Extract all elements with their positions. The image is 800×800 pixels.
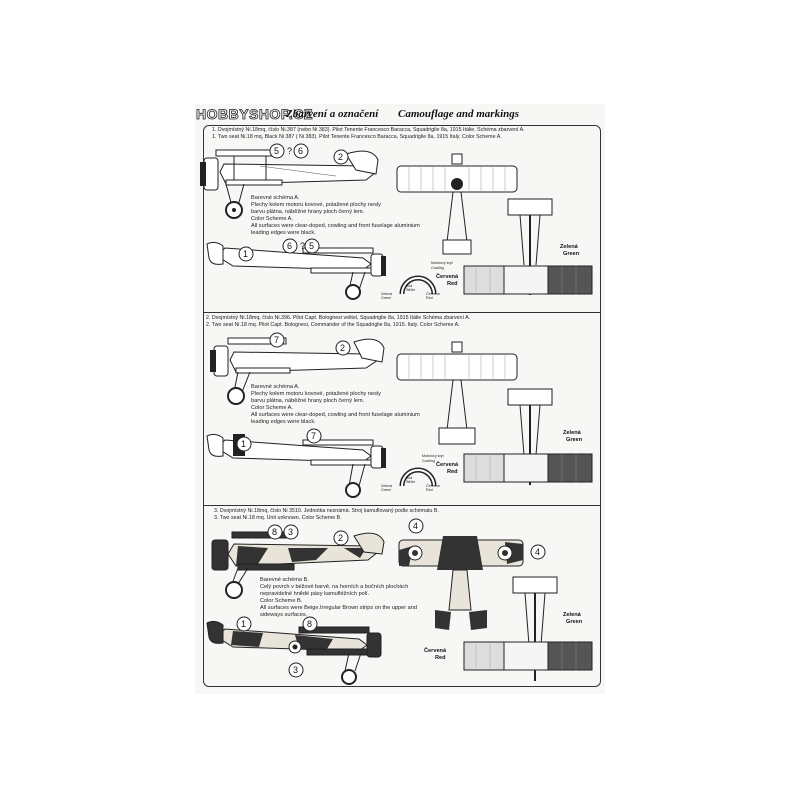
cowl-color-white-cz: Bílá — [406, 284, 413, 288]
section2-line-cz: 2. Dvojmístný Ni.18mq, číslo Ni.396. Pil… — [206, 315, 471, 321]
callout-number: 6 — [298, 146, 303, 156]
callout-number: ? — [300, 241, 305, 251]
scheme-note-cz-2: barvu plátna, náběžné hrany ploch černý … — [251, 398, 365, 404]
wing-red-label-en: Red — [447, 281, 458, 287]
callout-number: 5 — [274, 146, 279, 156]
callout-number: 8 — [272, 527, 277, 537]
cowl-color-white-cz: Bílá — [406, 476, 413, 480]
section3-top-wing-view — [398, 536, 524, 630]
cowl-color-green-en: Green — [381, 296, 391, 300]
cowling-label-cz: Motorový kryt — [431, 261, 453, 265]
section3-side-view-upper — [211, 531, 385, 599]
callout-number: 4 — [413, 521, 418, 531]
section1-line-en: 1. Two seat Ni.18 mq, Black Ni 387 ( Ni … — [212, 134, 502, 140]
cowl-color-red-en: Red — [426, 488, 433, 492]
callout-number: 3 — [288, 527, 293, 537]
section1-front-view — [507, 198, 553, 295]
callout-number: 5 — [309, 241, 314, 251]
wing-green-label-en: Green — [563, 251, 580, 257]
wing-green-label-en: Green — [566, 619, 583, 625]
scheme-note-en-2: sideways surfaces. — [260, 612, 308, 618]
scheme-label-en: Color Scheme A. — [251, 216, 293, 222]
scheme-note-cz-1: Celý povrch v béžové barvě, na horních a… — [260, 584, 409, 590]
section1-top-wing-view — [396, 153, 518, 255]
cowl-color-white-en: White — [406, 480, 416, 484]
callout-number: 8 — [307, 619, 312, 629]
section3-callouts-upper: 8 3 2 — [267, 524, 349, 546]
section2-side-view-upper — [210, 337, 385, 405]
callout-number: 2 — [340, 343, 345, 353]
cowling-label-en: Cowling — [422, 459, 435, 463]
callout-number: 2 — [338, 152, 343, 162]
wing-red-label-cz: Červená — [424, 648, 447, 654]
title-czech: Zbarvení a označení — [286, 108, 379, 120]
scheme-note-cz-2: barvu plátna, náběžné hrany ploch černý … — [251, 209, 365, 215]
scheme-note-cz-1: Plechy kolem motoru kovové, potažené plo… — [251, 391, 381, 397]
cowl-color-green-en: Green — [381, 488, 391, 492]
scheme-note-cz-2: nepravidelné hnědé pásy kamufléžních pol… — [260, 591, 370, 597]
wing-red-label-cz: Červená — [436, 274, 459, 280]
callout-number: 6 — [287, 241, 292, 251]
section3-line-en: 3. Two seat Ni.18 mq. Unit unknown. Colo… — [214, 515, 342, 521]
section1-lower-wing-tricolor — [463, 265, 593, 295]
section-divider — [203, 312, 601, 313]
cowl-color-red-en: Red — [426, 296, 433, 300]
section1-line-cz: 1. Dvojmístný Ni.18mq, číslo Ni.387 (neb… — [212, 127, 525, 133]
scheme-note-en-1: All surfaces were clear-doped, cowling a… — [251, 412, 420, 418]
section3-lower-wing-tricolor — [463, 641, 593, 671]
section3-side-view-lower — [206, 620, 382, 685]
cowl-color-green-cz: Zelená — [381, 292, 392, 296]
scheme-note-cz-1: Plechy kolem motoru kovové, potažené plo… — [251, 202, 381, 208]
cowl-color-red-cz: Červená — [426, 484, 440, 488]
section2-lower-wing-tricolor — [463, 453, 593, 483]
cowl-color-green-cz: Zelená — [381, 484, 392, 488]
wing-red-label-en: Red — [435, 655, 446, 661]
callout-number: ? — [287, 146, 292, 156]
callout-number: 3 — [293, 665, 298, 675]
wing-red-label-cz: Červená — [436, 462, 459, 468]
wing-red-label-en: Red — [447, 469, 458, 475]
scheme-note-en-2: leading edges were black. — [251, 419, 316, 425]
section-divider — [203, 505, 601, 506]
wing-green-label-en: Green — [566, 437, 583, 443]
callout-number: 1 — [241, 619, 246, 629]
section1-cowling-ring — [399, 275, 437, 295]
callout-number: 4 — [535, 547, 540, 557]
section2-callouts-lower: 1 7 — [236, 428, 322, 452]
section3-callouts-top: 4 4 — [408, 518, 546, 560]
cowling-label-cz: Motorový kryt — [422, 454, 444, 458]
scheme-label-cz: Barevné schéma B. — [260, 577, 309, 583]
section2-top-wing-view — [396, 341, 518, 445]
scheme-label-en: Color Scheme A. — [251, 405, 293, 411]
wing-green-label-cz: Zelená — [560, 244, 578, 250]
scheme-label-cz: Barevné schéma A. — [251, 384, 300, 390]
section1-side-view-lower — [206, 241, 386, 300]
scheme-label-cz: Barevné schéma A. — [251, 195, 300, 201]
section1-callouts-lower: 1 6 ? 5 — [238, 238, 320, 262]
scheme-note-en-2: leading edges were black. — [251, 230, 316, 236]
callout-number: 2 — [338, 533, 343, 543]
cowling-label-en: Cowling — [431, 266, 444, 270]
section1-side-view-upper — [200, 149, 379, 219]
section3-line-cz: 3. Dvojmístný Ni.18mq, číslo Ni 3510. Je… — [214, 508, 439, 514]
title-english: Camouflage and markings — [398, 108, 520, 120]
sheet-frame — [203, 125, 601, 687]
section2-cowling-ring — [399, 467, 437, 487]
section1-callouts-upper: 5 ? 6 2 — [269, 143, 349, 165]
section3-callouts-lower: 1 8 3 — [236, 616, 318, 678]
callout-number: 1 — [241, 439, 246, 449]
wing-green-label-cz: Zelená — [563, 430, 581, 436]
watermark-text: HOBBYSHOP.CZ — [196, 106, 313, 123]
wing-green-label-cz: Zelená — [563, 612, 581, 618]
section2-line-en: 2. Two seat Ni.18 mq. Pilot Capt. Bologn… — [206, 322, 460, 328]
callout-number: 7 — [274, 335, 279, 345]
cowl-color-red-cz: Červená — [426, 292, 440, 296]
section2-callouts-upper: 7 2 — [269, 332, 351, 356]
callout-number: 1 — [243, 249, 248, 259]
scheme-note-en-1: All surfaces were clear-doped, cowling a… — [251, 223, 420, 229]
scheme-note-en-1: All surfaces were Beige.Irregular Brown … — [260, 605, 418, 611]
scheme-label-en: Color Scheme B. — [260, 598, 303, 604]
cowl-color-white-en: White — [406, 288, 416, 292]
callout-number: 7 — [311, 431, 316, 441]
